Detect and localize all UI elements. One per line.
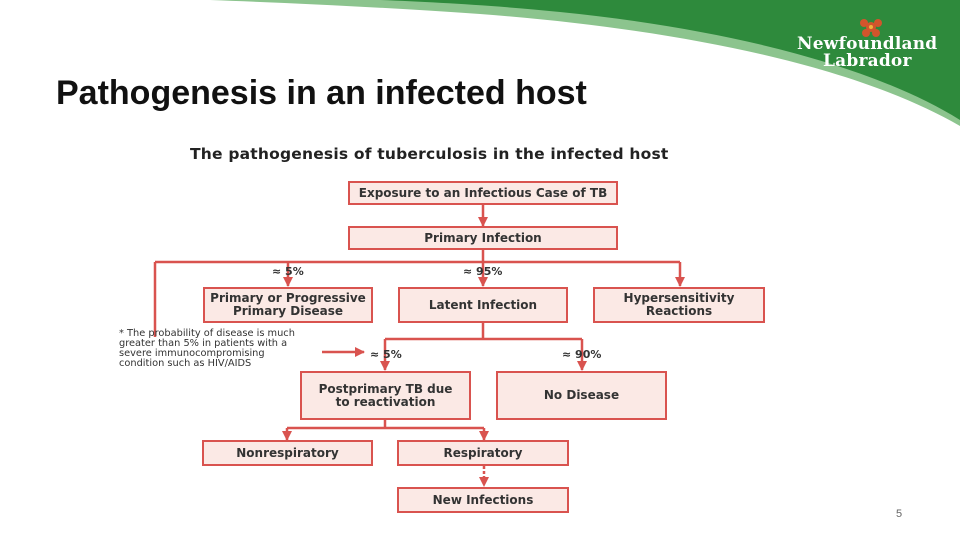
banner-swoosh [380,0,960,120]
box-postprimary: Postprimary TB due to reactivation [300,371,471,420]
box-hypersensitivity: Hypersensitivity Reactions [593,287,765,323]
box-primary-disease: Primary or Progressive Primary Disease [203,287,373,323]
box-primary-infection: Primary Infection [348,226,618,250]
page-number: 5 [896,508,903,520]
newfoundland-labrador-logo: Newfoundland Labrador [790,14,940,74]
pct-latent-to-no-disease: ≈ 90% [562,348,602,361]
slide-title: Pathogenesis in an infected host [56,74,587,112]
box-new-infections: New Infections [397,487,569,513]
box-respiratory: Respiratory [397,440,569,466]
pct-latent-to-postprimary: ≈ 5% [370,348,402,361]
pct-primary-to-disease: ≈ 5% [272,265,304,278]
logo-line2: Labrador [823,51,912,71]
pct-primary-to-latent: ≈ 95% [463,265,503,278]
box-no-disease: No Disease [496,371,667,420]
box-exposure: Exposure to an Infectious Case of TB [348,181,618,205]
box-nonrespiratory: Nonrespiratory [202,440,373,466]
immunocompromised-note: * The probability of disease is much gre… [119,328,295,369]
diagram-title: The pathogenesis of tuberculosis in the … [190,145,669,163]
header-banner [210,0,960,126]
logo-line1: Newfoundland [797,34,938,54]
box-latent-infection: Latent Infection [398,287,568,323]
pitcher-plant-flower-icon [860,19,882,37]
